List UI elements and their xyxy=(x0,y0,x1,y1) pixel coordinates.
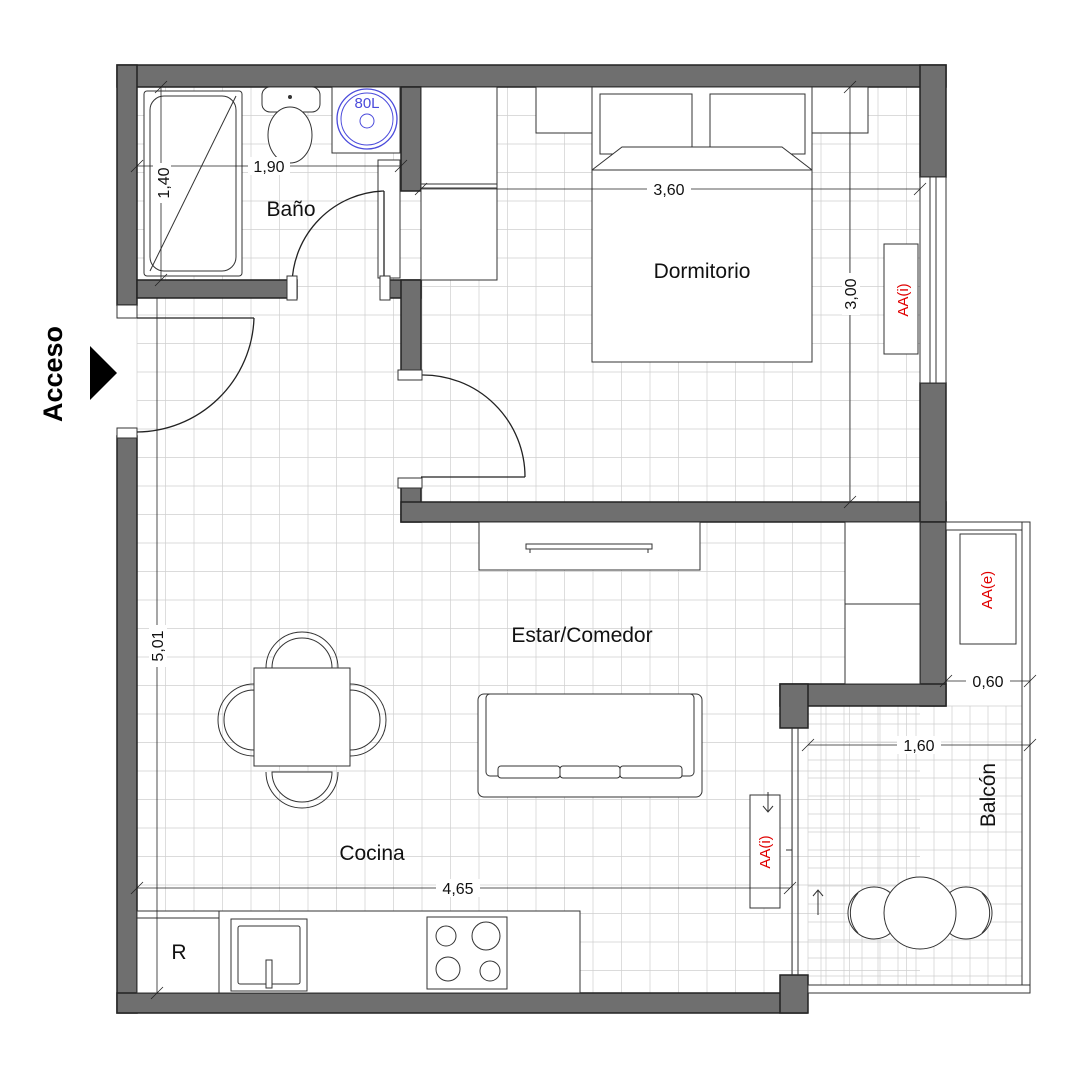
sofa xyxy=(477,693,703,798)
room-label-cocina: Cocina xyxy=(339,842,405,865)
wall-bedroom-left xyxy=(400,279,422,376)
entrance-door xyxy=(116,304,255,439)
bathtub xyxy=(143,90,243,277)
access-marker: Acceso xyxy=(38,326,117,422)
wall-living-right xyxy=(919,521,947,707)
balcony-sliding-door xyxy=(762,728,824,975)
fridge-label: R xyxy=(171,941,186,964)
cooktop xyxy=(426,916,508,990)
dim-dormitorio-width: 3,60 xyxy=(653,182,684,199)
room-label-estar: Estar/Comedor xyxy=(511,624,652,647)
wall-left-upper xyxy=(116,64,138,306)
dim-dormitorio-depth: 3,00 xyxy=(843,278,860,309)
kitchen-sink xyxy=(230,918,308,992)
toilet xyxy=(261,86,321,164)
vanity xyxy=(377,159,401,279)
wall-balcony-stub-bottom xyxy=(779,974,809,1014)
wall-right-upper xyxy=(919,64,947,178)
nightstand-right xyxy=(811,86,869,134)
walls xyxy=(116,64,947,1014)
bedroom-window xyxy=(919,176,947,384)
dim-balcony-width: 1,60 xyxy=(903,738,934,755)
wall-balcony-stub-top xyxy=(779,683,809,729)
bathroom-door xyxy=(286,190,391,301)
water-heater: 80L xyxy=(331,86,401,154)
storage-cabinet xyxy=(844,521,921,685)
dim-balcony-depth: 0,60 xyxy=(972,674,1003,691)
access-arrow-icon xyxy=(90,346,117,400)
dim-bano-width: 1,90 xyxy=(253,159,284,176)
bedroom-door xyxy=(397,369,526,489)
room-label-bano: Baño xyxy=(266,198,315,221)
wall-left-lower xyxy=(116,435,138,1014)
kitchen-counter xyxy=(136,910,581,994)
room-label-balcon: Balcón xyxy=(977,763,1000,827)
access-label: Acceso xyxy=(38,326,68,422)
wall-top xyxy=(116,64,947,88)
room-label-dormitorio: Dormitorio xyxy=(654,260,751,283)
wall-bedroom-bottom xyxy=(400,501,947,523)
wall-bottom xyxy=(116,992,808,1014)
dim-living-depth: 5,01 xyxy=(150,630,167,661)
dim-bano-depth: 1,40 xyxy=(156,167,173,198)
ac-bedroom-label: AA(i) xyxy=(895,283,912,316)
ac-living-label: AA(i) xyxy=(757,835,774,868)
nightstand-left xyxy=(535,86,597,134)
ac-balcony-label: AA(e) xyxy=(979,571,996,609)
wall-right-mid xyxy=(919,382,947,523)
fridge: R xyxy=(171,941,186,964)
ac-unit-living: AA(i) xyxy=(749,794,781,909)
water-heater-label: 80L xyxy=(354,95,379,112)
balcony-railing xyxy=(807,521,1031,994)
dim-kitchen-width: 4,65 xyxy=(442,881,473,898)
ac-unit-balcony: AA(e) xyxy=(959,533,1017,645)
ac-unit-bedroom: AA(i) xyxy=(883,243,919,355)
tv-console xyxy=(478,521,701,571)
dining-set xyxy=(217,631,387,809)
wardrobe xyxy=(420,86,498,281)
wall-bathroom-bottom xyxy=(136,279,298,299)
double-bed xyxy=(591,86,813,363)
balcony-table-set xyxy=(847,876,993,950)
wall-bathroom-right-top xyxy=(400,86,422,192)
